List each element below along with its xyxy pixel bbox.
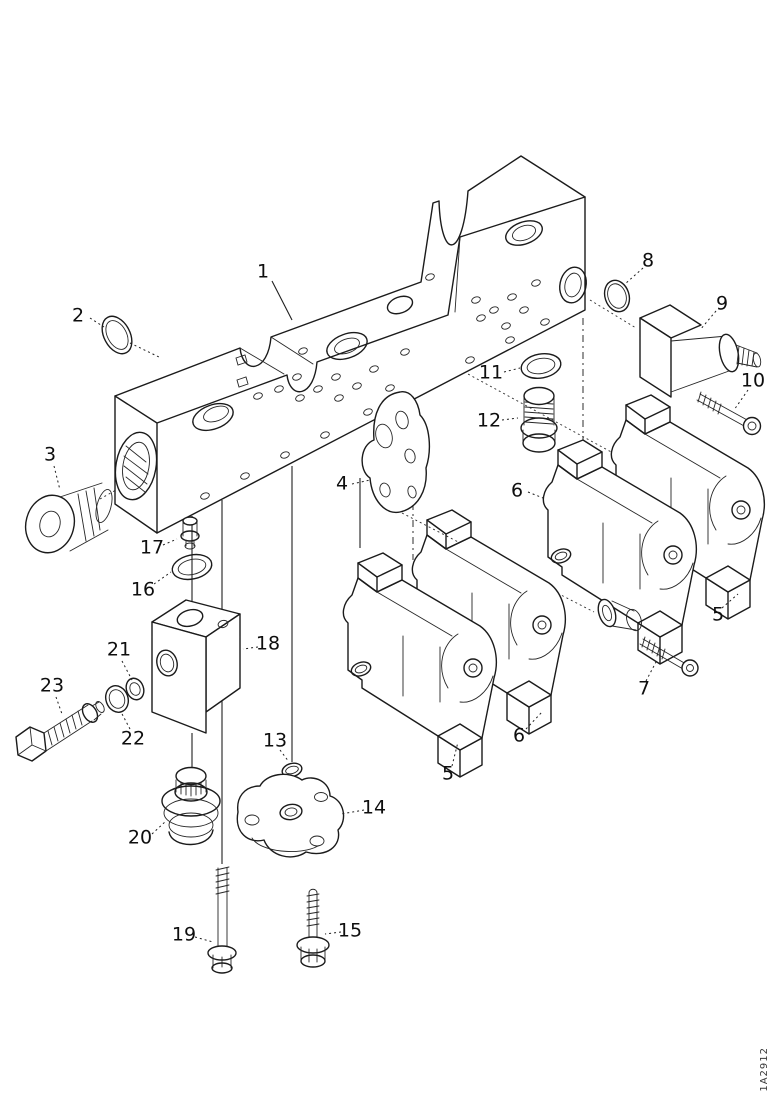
part-12-plug-fitting — [520, 386, 558, 453]
callout-leader-lines — [53, 267, 749, 943]
callout-12: 12 — [477, 410, 501, 432]
callout-2: 2 — [72, 305, 84, 327]
callout-18: 18 — [256, 633, 280, 655]
callout-17: 17 — [140, 537, 164, 559]
part-21-ring — [125, 677, 145, 701]
callout-13: 13 — [263, 730, 287, 752]
part-8-oring — [603, 279, 631, 313]
callout-6: 6 — [511, 480, 523, 502]
callout-22: 22 — [121, 728, 145, 750]
part-17-fitting — [180, 516, 200, 550]
part-7-spacer-bolt — [597, 598, 699, 677]
part-9-solenoid-valve — [639, 304, 762, 398]
part-16-ring — [171, 553, 213, 581]
callout-5: 5 — [712, 604, 724, 626]
part-3-plug — [24, 482, 113, 554]
part-2-oring — [101, 315, 133, 355]
callout-21: 21 — [107, 639, 131, 661]
callout-3: 3 — [44, 444, 56, 466]
callout-19: 19 — [172, 924, 196, 946]
callout-20: 20 — [128, 827, 152, 849]
callout-9: 9 — [716, 293, 728, 315]
part-4-gasket — [361, 391, 431, 514]
part-23-cartridge-valve — [15, 701, 105, 762]
part-19-bolt — [207, 866, 237, 974]
callout-16: 16 — [131, 579, 155, 601]
drawing-code: 1A2912 — [759, 1047, 770, 1092]
manifold-small-holes — [200, 273, 550, 500]
callout-1: 1 — [257, 261, 269, 283]
callout-23: 23 — [40, 675, 64, 697]
callout-7: 7 — [638, 678, 650, 700]
callout-11: 11 — [479, 362, 503, 384]
callout-14: 14 — [362, 797, 386, 819]
part-14-cover — [236, 773, 345, 858]
part-11-ring — [520, 352, 562, 380]
part-20-cap — [161, 766, 221, 846]
callout-4: 4 — [336, 473, 348, 495]
callout-15: 15 — [338, 920, 362, 942]
part-18-valve-block — [151, 599, 241, 734]
callout-10: 10 — [741, 370, 765, 392]
callout-6: 6 — [513, 725, 525, 747]
part-1-manifold-block — [114, 155, 587, 534]
part-10-bolt — [696, 391, 762, 436]
part-22-ring — [104, 685, 130, 713]
callout-8: 8 — [642, 250, 654, 272]
part-15-bolt — [296, 888, 330, 968]
callout-5: 5 — [442, 763, 454, 785]
